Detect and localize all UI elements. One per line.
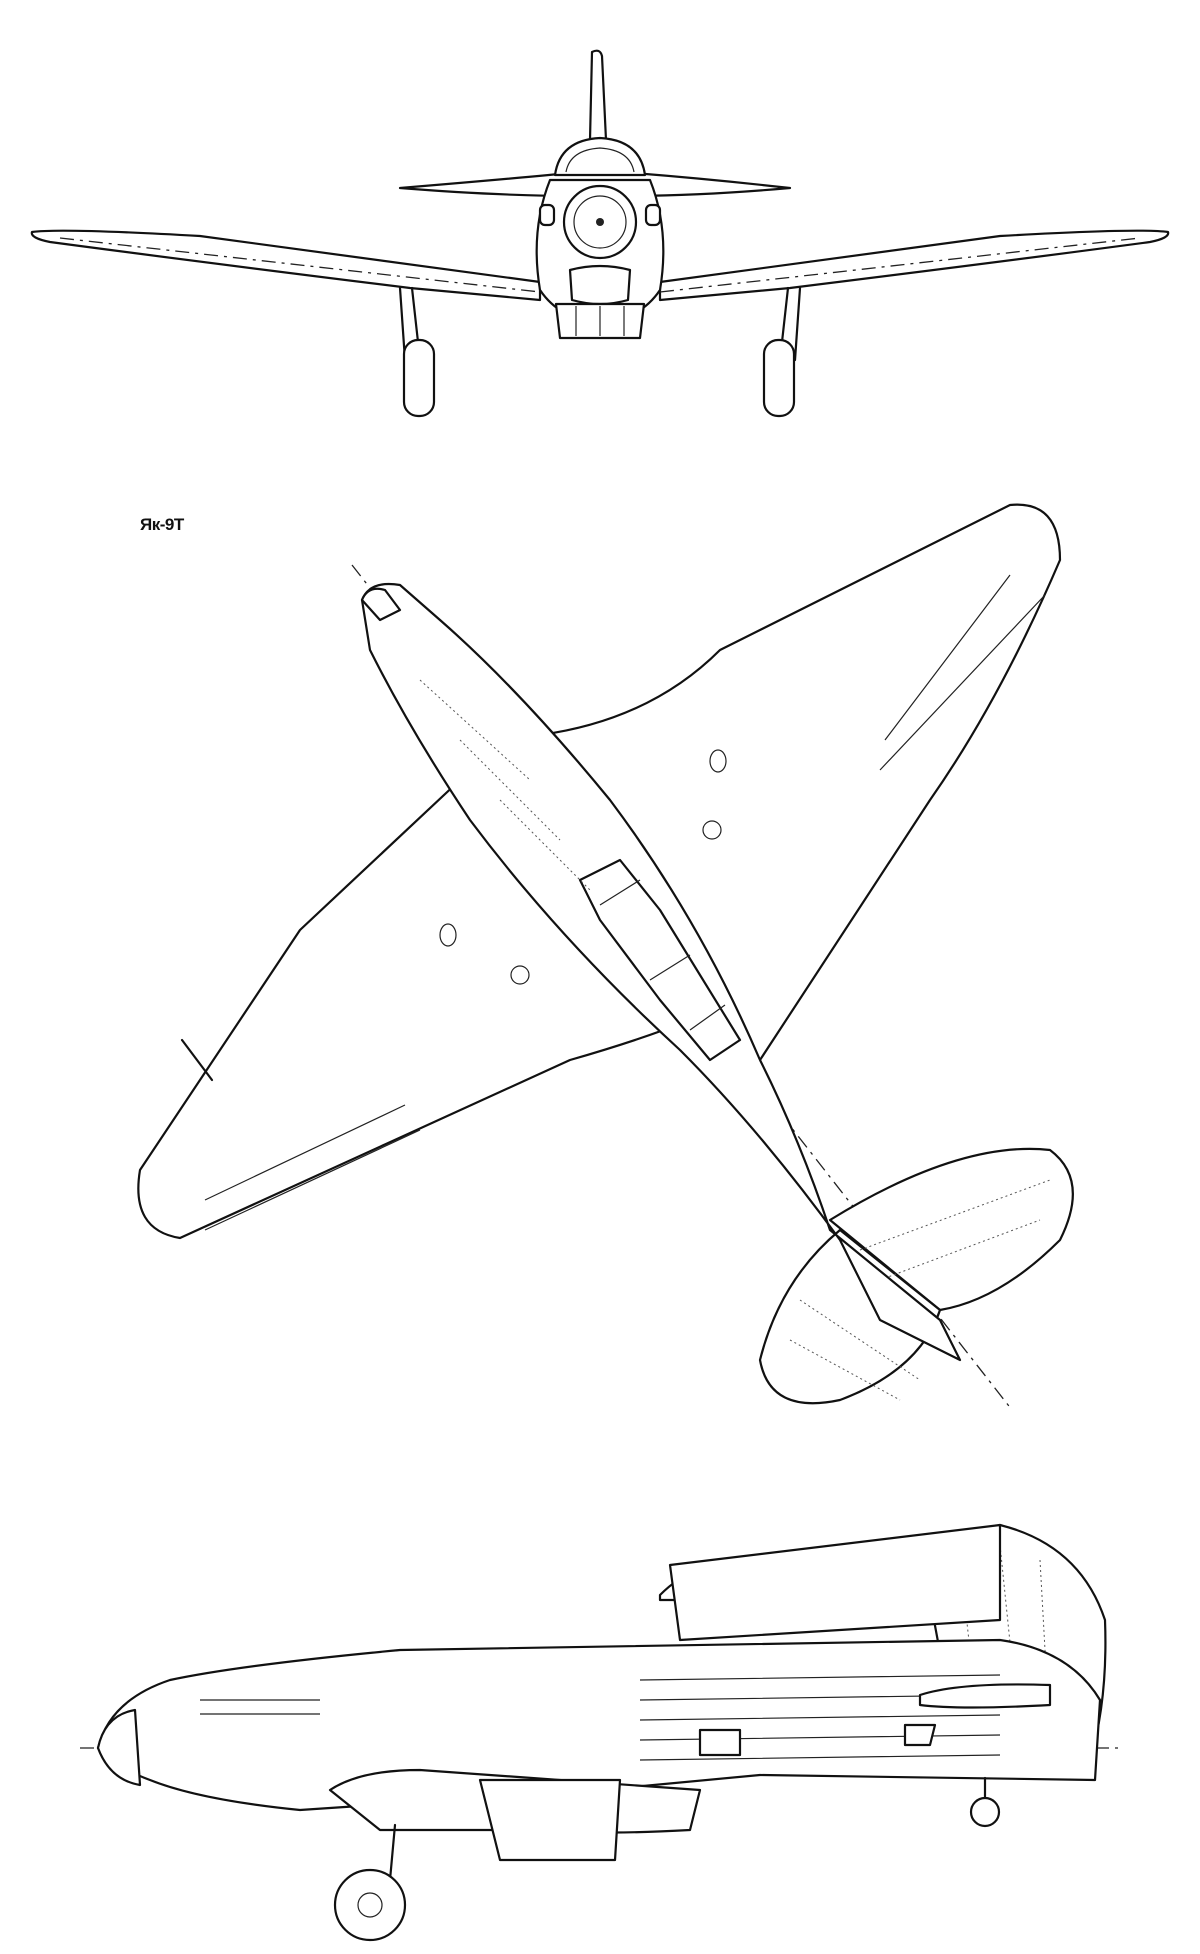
- vertical-fin-front: [588, 49, 608, 142]
- tail-wheel-side: [969, 1796, 1001, 1828]
- right-wing-front: [658, 229, 1170, 302]
- variant-label: Як-9Т: [140, 515, 184, 534]
- main-wheel-side: [333, 1868, 407, 1942]
- main-gear-strut-side: [388, 1823, 397, 1882]
- canopy-rail-side: [668, 1523, 1002, 1642]
- fuselage-side: [96, 1638, 1102, 1812]
- exhaust-right: [644, 203, 662, 227]
- exhaust-left: [538, 203, 556, 227]
- stabilizer-left-plan: [758, 1228, 942, 1405]
- side-view: [80, 1523, 1120, 1942]
- top-view: [137, 503, 1074, 1411]
- front-view: [30, 49, 1170, 418]
- right-wheel-front: [762, 338, 796, 418]
- horizontal-stabilizer-side: [918, 1683, 1052, 1709]
- radiator-side: [478, 1778, 622, 1862]
- canopy-front: [553, 136, 647, 177]
- left-wing-front: [30, 229, 542, 302]
- spinner-side: [96, 1708, 142, 1787]
- canopy-plan: [578, 858, 742, 1062]
- spinner-plan: [360, 587, 402, 622]
- oil-cooler-intake: [568, 264, 632, 306]
- left-wheel-front: [402, 338, 436, 418]
- pitot-tube-plan: [180, 1038, 214, 1082]
- stabilizer-right-plan: [828, 1147, 1074, 1312]
